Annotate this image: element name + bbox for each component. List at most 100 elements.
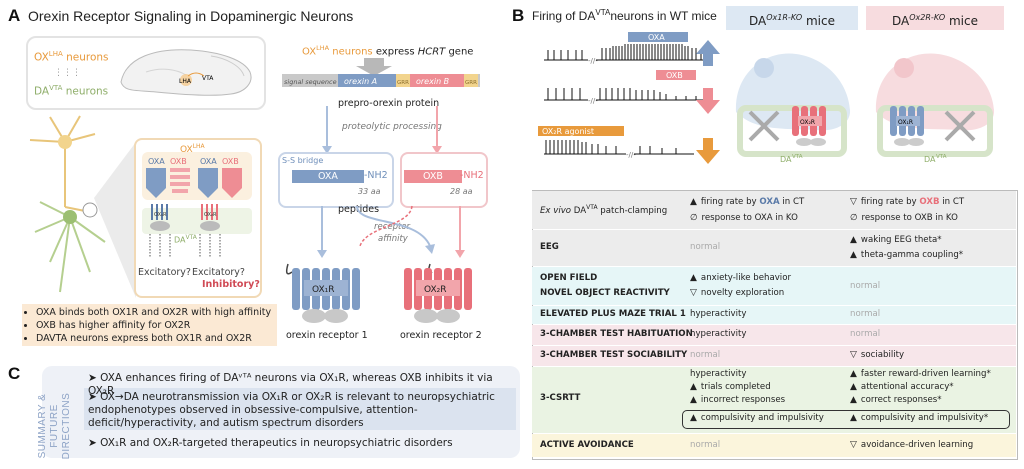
row-label-active-avoidance: ACTIVE AVOIDANCE [540,440,634,450]
ko2-mouse-illustration: OX₁R DA VTA [875,53,995,164]
exvivo-ko1-line2: response to OXA in KO [690,213,798,223]
soc-ko2: sociability [850,350,904,360]
arrow-down-icon-orange [696,138,720,164]
dotted-arrow-icon: ⋮⋮⋮ [54,68,81,78]
brain-box [26,36,266,110]
ko2-da-label: DA [924,155,936,164]
svg-text:-//-: -//- [588,97,598,105]
oxa-peptide: OXA [292,170,364,183]
summary-item-2: ➤ OX→DA neurotransmission via OX₁R or OX… [88,391,495,429]
affinity-label: affinity [378,234,408,244]
ko1-receptor-label: OX₂R [800,119,815,126]
excitatory-label-1: Excitatory? [138,267,191,278]
inhibitory-label: Inhibitory? [202,279,260,290]
synapse-da-label: DAVTA [174,234,197,245]
bullet-1: OXA binds both OX1R and OX2R with high a… [36,306,277,319]
ko2-receptor-label: OX₁R [898,119,913,126]
openfield-ko1-1: anxiety-like behavior [690,273,791,283]
csrtt-ko2-4: compulsivity and impulsivity* [850,413,988,423]
receptor-arrows [317,205,465,258]
oxa1-label: OXA [148,157,165,166]
csrtt-ko1-3: incorrect responses [690,395,785,405]
orexin-receptors: OX₁R OX₂R [285,263,472,323]
table-row-epm: ELEVATED PLUS MAZE TRIAL 1 hyperactivity… [532,306,1016,324]
csrtt-ko1-1: hyperactivity [690,369,747,379]
svg-text:-//-: -//- [588,57,598,65]
receptor1-label: OX₁R [312,285,335,295]
svg-text:GRR: GRR [397,80,409,86]
arrow-down-icon [696,88,720,114]
zoom-cone [94,142,136,298]
receptor1-name: orexin receptor 1 [286,330,368,341]
row-label-3chamber-soc: 3-CHAMBER TEST SOCIABILITY [540,350,688,360]
panel-letter-c: C [8,364,21,383]
summary-side-label: SUMMARY & FUTURE DIRECTIONS [37,392,72,460]
row-label-openfield: OPEN FIELD [540,273,598,283]
trace-oxa-label: OXA [648,33,665,42]
ko1-mouse-illustration: OX₂R DA VTA [735,53,851,164]
csrtt-ko2-3: correct responses* [850,395,942,405]
oxa-nh2: -NH2 [364,170,388,181]
oxa-peptide-box [278,152,394,208]
oxb2-label: OXB [222,157,239,166]
exvivo-label: Ex vivo DAVTA patch-clamping [540,204,668,216]
ss-bridge-label: S-S bridge [282,156,324,165]
csrtt-ko2-1: faster reward-driven learning* [850,369,991,379]
panel-b-title: Firing of DAVTAneurons in WT mice [532,8,717,23]
receptor2-name: orexin receptor 2 [400,330,482,341]
aa-ko2: avoidance-driven learning [850,440,973,450]
panel-a-title: Orexin Receptor Signaling in Dopaminergi… [28,8,354,24]
trend-arrows [696,40,720,164]
orexin-a-label: orexin A [344,77,377,86]
prepro-label: prepro-orexin protein [338,98,440,109]
table-row-3chamber-hab: 3-CHAMBER TEST HABITUATION hyperactivity… [532,325,1016,345]
csrtt-ko1-2: trials completed [690,382,771,392]
summary-item-2-bg [84,388,516,430]
da-vta-neurons-label: DAVTA neurons [34,84,109,98]
svg-text:OX₂R: OX₂R [204,212,217,218]
table-row-3csrtt: 3-CSRTT hyperactivity trials completed i… [532,367,1016,433]
gene-header: OXLHA neurons express HCRT gene [302,44,474,58]
mouse-brain-icon: LHA VTA [120,49,252,96]
row-label-3chamber-hab: 3-CHAMBER TEST HABITUATION [540,329,693,339]
table-row-3chamber-soc: 3-CHAMBER TEST SOCIABILITY normal sociab… [532,346,1016,366]
openfield-ko2: normal [850,281,881,291]
firing-traces: OXA -//- OXB -//- OX₂R agonist -//- [538,32,706,159]
exvivo-ko2-line1: firing rate by OXB in CT [850,197,964,207]
svg-text:-//-: -//- [626,151,636,159]
proteolytic-label: proteolytic processing [342,122,442,132]
eeg-ko1: normal [690,242,721,252]
processing-arrows [322,106,442,154]
orexin-b-label: orexin B [416,77,449,86]
vta-label: VTA [202,75,214,82]
excitatory-label-2: Excitatory? [192,267,245,278]
svg-text:OX₁R: OX₁R [154,212,167,218]
bullet-3: DAVTA neurons express both OX1R and OX2R [36,332,277,345]
trace-agonist-label: OX₂R agonist [542,127,594,136]
table-row-exvivo: Ex vivo DAVTA patch-clamping firing rate… [532,191,1016,229]
aa-ko1: normal [690,440,721,450]
epm-ko1: hyperactivity [690,309,747,319]
summary-item-3: ➤ OX₁R and OX₂R-targeted therapeutics in… [88,437,453,449]
row-label-epm: ELEVATED PLUS MAZE TRIAL 1 [540,309,686,319]
epm-ko2: normal [850,309,881,319]
svg-text:LHA: LHA [179,78,192,85]
panel-a-bullets: OXA binds both OX1R and OX2R with high a… [22,304,277,346]
trace-oxb-label: OXB [666,71,683,80]
prepro-orexin-bar: signal sequence orexin A GRR orexin B GR… [282,58,480,87]
csrtt-ko1-4: compulsivity and impulsivity [690,413,824,423]
compulsivity-highlight-box [682,410,1010,429]
table-row-eeg: EEG normal waking EEG theta* theta-gamma… [532,230,1016,266]
oxb-peptide-box [400,152,488,208]
table-row-active-avoidance: ACTIVE AVOIDANCE normal avoidance-driven… [532,434,1016,457]
summary-item-1: ➤ OXA enhances firing of DAᵛᵀᴬ neurons v… [88,372,493,397]
soc-ko1: normal [690,350,721,360]
ko1-header: DAOx1R-KO mice [726,6,858,30]
oxb-peptide: OXB [404,170,462,183]
exvivo-ko1-line1: firing rate by OXA in CT [690,197,804,207]
neuron-illustration [29,115,106,293]
synapse-ox-label: OXLHA [180,143,205,155]
summary-side-label-wrap: SUMMARY & FUTURE DIRECTIONS [32,376,78,460]
oxb1-label: OXB [170,157,187,166]
hab-ko2: normal [850,329,881,339]
